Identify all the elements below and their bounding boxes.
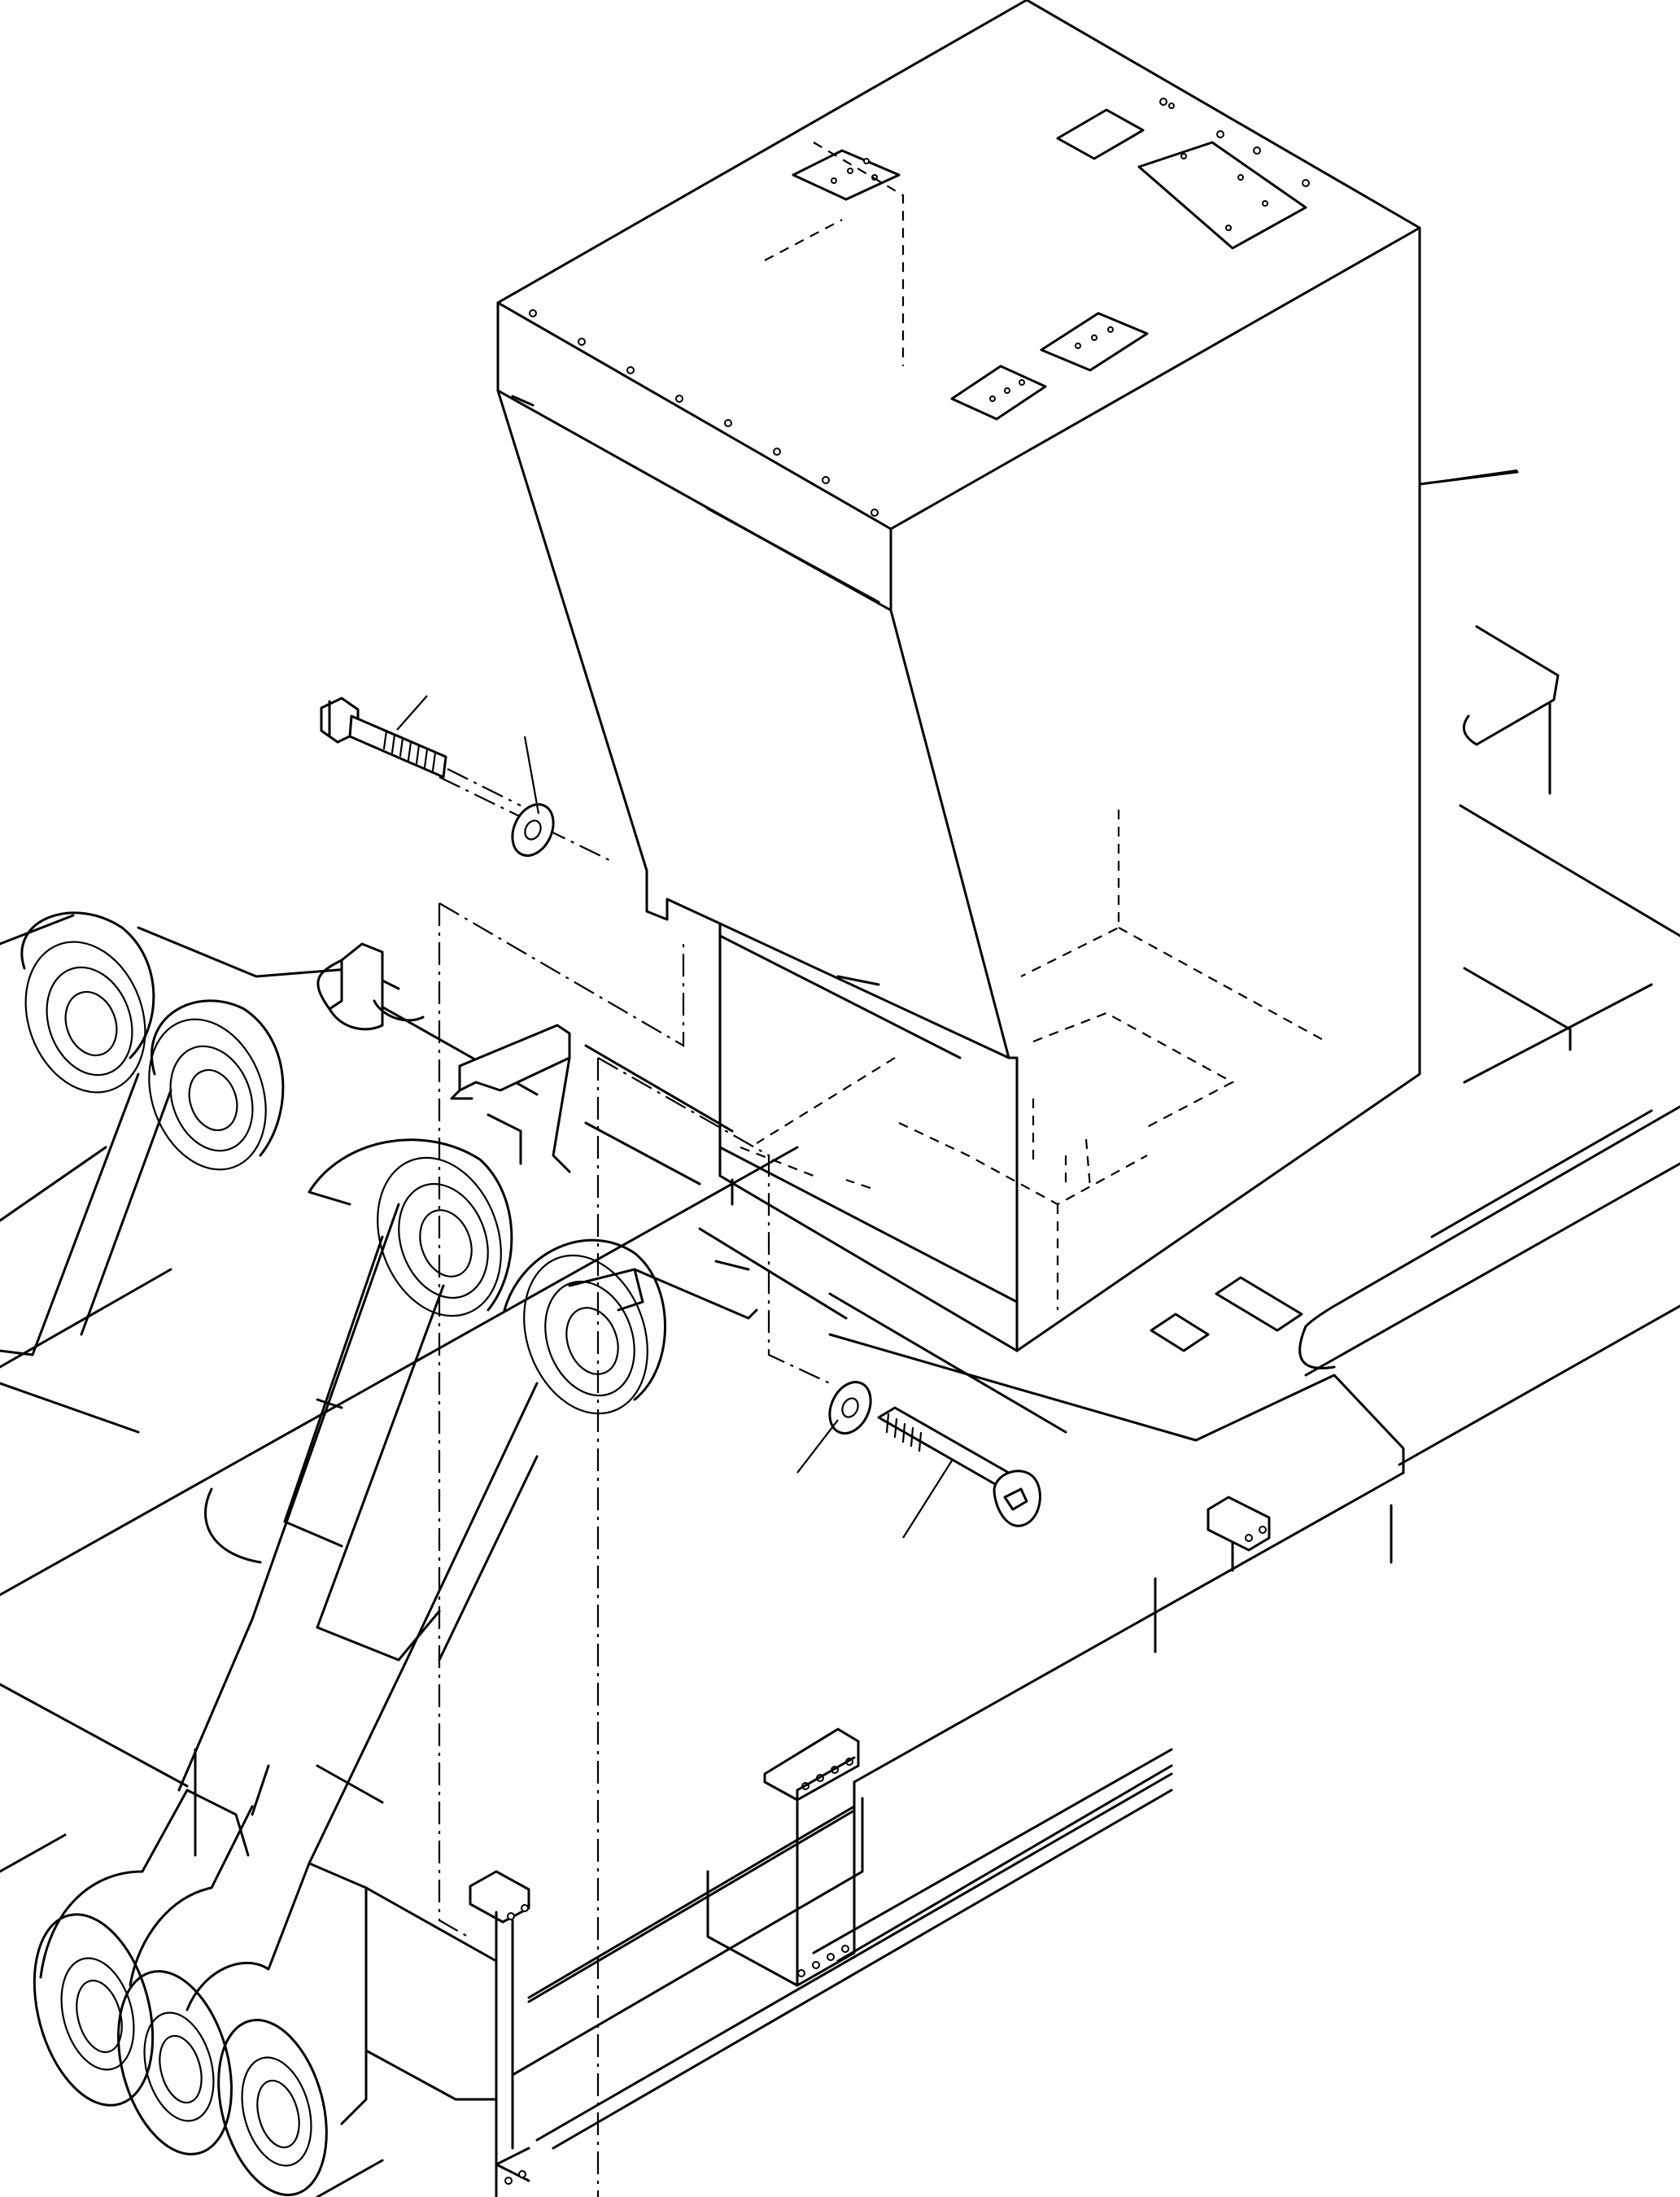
cover-box xyxy=(496,0,1519,1434)
leader-socket-bolt-lower xyxy=(902,1460,953,1539)
leader-cover-box xyxy=(1419,469,1518,486)
socket-bolt-lower xyxy=(877,1406,1041,1527)
washer-upper xyxy=(511,803,555,857)
washer-lower xyxy=(828,1381,872,1435)
boom-arm xyxy=(0,911,758,2197)
leader-lines xyxy=(396,469,1518,1539)
bolt-upper xyxy=(320,697,521,806)
leader-washer-upper xyxy=(523,736,540,815)
leader-bolt-upper xyxy=(396,695,428,731)
leader-washer-lower xyxy=(796,1419,839,1474)
assembly-centerlines xyxy=(438,776,831,2197)
